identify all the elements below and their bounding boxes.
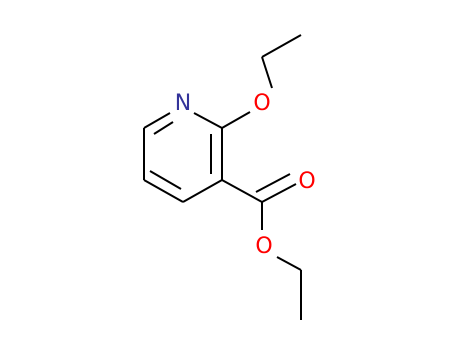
bond-o-ether-ch2 xyxy=(261,56,273,89)
bond-c3-ccarbonyl xyxy=(221,179,263,203)
bond-c4-c5 xyxy=(143,179,184,203)
bond-c-o-double-b xyxy=(255,173,291,193)
atom-o-carbonyl-label: O xyxy=(298,169,315,194)
bond-ch2-ch3-ethoxy xyxy=(261,34,302,58)
bond-c6-n1 xyxy=(143,112,171,129)
bond-c3-c4 xyxy=(182,179,223,203)
bond-c2-o-ether xyxy=(221,111,251,129)
atom-o-ester-label: O xyxy=(255,234,272,259)
atom-o-ether-label: O xyxy=(253,91,270,116)
bond-c-o-double-a xyxy=(261,183,297,203)
bond-n1-c2 xyxy=(193,112,223,129)
bond-c4-c5-inner xyxy=(149,170,182,190)
bond-c6-n1-inner xyxy=(153,121,174,135)
atom-n1-label: N xyxy=(175,91,191,116)
bond-o-ester-ch2 xyxy=(276,256,302,271)
